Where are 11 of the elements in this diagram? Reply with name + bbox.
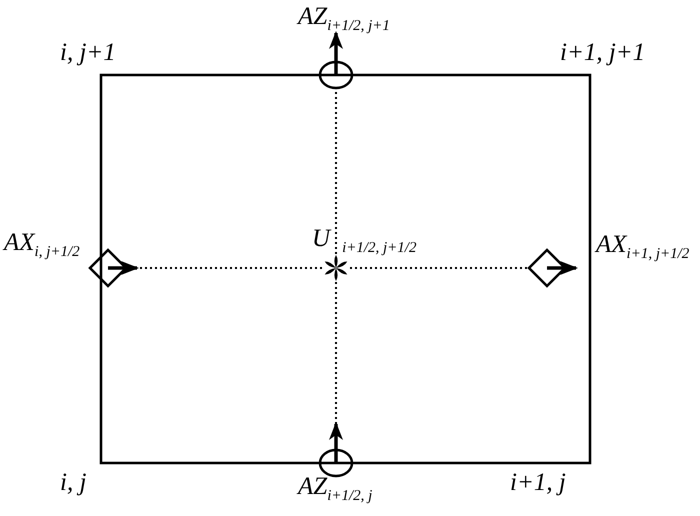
corner-index-label: i+1, j xyxy=(510,470,566,495)
variable-label: AX$_{i+1, j+1/2}$ xyxy=(596,232,690,262)
corner-index-label: i, j xyxy=(60,470,86,495)
variable-label: AZ$_{i+1/2, j+1}$ xyxy=(298,4,390,34)
connector-line xyxy=(335,89,337,254)
corner-index-label: i+1, j+1 xyxy=(560,40,646,65)
variable-label: U$_{i+1/2, j+1/2}$ xyxy=(312,226,416,256)
variable-label: AZ$_{i+1/2, j}$ xyxy=(298,474,372,504)
connector-line xyxy=(350,267,529,269)
variable-label: AX$_{i, j+1/2}$ xyxy=(4,230,80,260)
corner-index-label: i, j+1 xyxy=(60,40,116,65)
